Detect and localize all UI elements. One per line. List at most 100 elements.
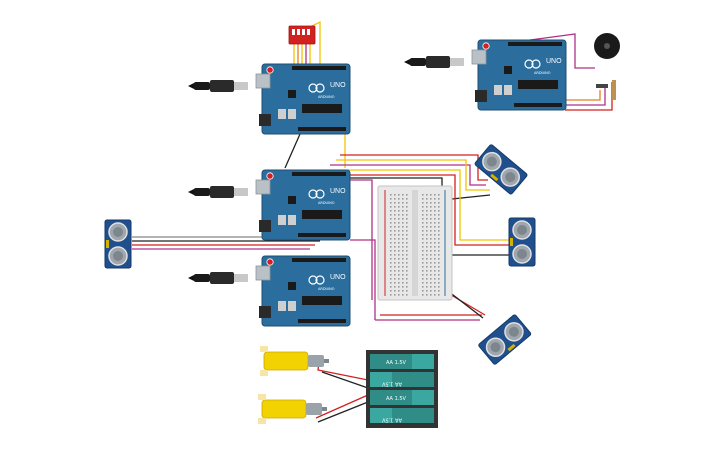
breadboard-hole [394, 270, 396, 272]
breadboard-hole [398, 238, 400, 240]
breadboard-hole [426, 230, 428, 232]
breadboard-hole [426, 258, 428, 260]
ultrasonic-sensor-middle-right [508, 217, 536, 267]
dip-switch [288, 25, 316, 45]
breadboard-hole [422, 286, 424, 288]
breadboard-hole [394, 194, 396, 196]
breadboard-hole [422, 258, 424, 260]
battery-cell-2: AA 1.5V [370, 372, 434, 387]
breadboard-hole [394, 206, 396, 208]
breadboard-hole [430, 198, 432, 200]
breadboard-hole [430, 270, 432, 272]
breadboard-hole [430, 234, 432, 236]
breadboard-hole [426, 246, 428, 248]
breadboard-hole [398, 218, 400, 220]
breadboard-hole [406, 198, 408, 200]
breadboard-hole [430, 282, 432, 284]
breadboard-hole [438, 210, 440, 212]
breadboard-hole [406, 222, 408, 224]
breadboard-hole [434, 234, 436, 236]
breadboard-hole [422, 206, 424, 208]
breadboard-hole [422, 198, 424, 200]
breadboard-hole [402, 242, 404, 244]
battery-label: AA 1.5V [381, 417, 402, 423]
breadboard-hole [390, 246, 392, 248]
breadboard-hole [430, 214, 432, 216]
breadboard-hole [402, 210, 404, 212]
breadboard-hole [422, 290, 424, 292]
usb-cable-1 [188, 80, 248, 92]
breadboard-hole [426, 222, 428, 224]
breadboard-hole [390, 274, 392, 276]
breadboard-hole [398, 258, 400, 260]
breadboard-hole [394, 218, 396, 220]
breadboard-hole [398, 250, 400, 252]
breadboard-hole [422, 274, 424, 276]
arduino-board-bottom: UNO ARDUINO [255, 255, 351, 327]
breadboard-hole [394, 250, 396, 252]
breadboard-hole [438, 250, 440, 252]
breadboard-hole [438, 226, 440, 228]
breadboard-hole [406, 254, 408, 256]
breadboard-hole [402, 214, 404, 216]
breadboard-hole [390, 294, 392, 296]
breadboard-hole [394, 246, 396, 248]
breadboard-hole [426, 206, 428, 208]
dc-motor-top [259, 345, 330, 377]
breadboard-hole [398, 282, 400, 284]
breadboard-hole [426, 266, 428, 268]
breadboard-hole [426, 250, 428, 252]
breadboard-hole [390, 210, 392, 212]
breadboard-hole [406, 218, 408, 220]
breadboard-hole [390, 266, 392, 268]
battery-cell-1: AA 1.5V [370, 354, 434, 369]
breadboard-hole [390, 234, 392, 236]
breadboard-hole [430, 222, 432, 224]
breadboard-hole [390, 286, 392, 288]
breadboard-hole [426, 278, 428, 280]
breadboard-hole [434, 242, 436, 244]
breadboard-hole [398, 266, 400, 268]
battery-label: AA 1.5V [386, 396, 407, 402]
ultrasonic-sensor-bottom-right [477, 313, 533, 366]
breadboard-hole [422, 254, 424, 256]
breadboard-hole [422, 238, 424, 240]
breadboard-hole [402, 250, 404, 252]
breadboard-hole [434, 262, 436, 264]
usb-cable-4 [404, 56, 464, 68]
breadboard-hole [402, 294, 404, 296]
breadboard-hole [402, 282, 404, 284]
breadboard-hole [394, 214, 396, 216]
board-model-label: UNO [330, 82, 346, 89]
breadboard-hole [406, 202, 408, 204]
breadboard-hole [434, 294, 436, 296]
breadboard-hole [422, 262, 424, 264]
battery-cell-4: AA 1.5V [370, 408, 434, 423]
breadboard-hole [398, 222, 400, 224]
breadboard-hole [434, 270, 436, 272]
breadboard-hole [398, 290, 400, 292]
ultrasonic-sensor-top-right [473, 143, 529, 196]
battery-label: AA 1.5V [386, 360, 407, 366]
ultrasonic-sensor-left [104, 219, 132, 269]
breadboard-hole [434, 282, 436, 284]
breadboard-hole [390, 222, 392, 224]
breadboard-hole [434, 218, 436, 220]
breadboard-hole [434, 254, 436, 256]
breadboard-hole [406, 194, 408, 196]
breadboard-hole [394, 202, 396, 204]
breadboard-hole [430, 206, 432, 208]
breadboard-hole [430, 258, 432, 260]
breadboard-hole [406, 206, 408, 208]
breadboard-hole [394, 222, 396, 224]
board-brand-label: ARDUINO [534, 71, 551, 75]
breadboard-hole [438, 194, 440, 196]
breadboard-hole [430, 286, 432, 288]
breadboard-hole [398, 194, 400, 196]
breadboard-hole [406, 210, 408, 212]
breadboard-hole [438, 270, 440, 272]
breadboard-hole [406, 282, 408, 284]
breadboard-hole [406, 238, 408, 240]
arduino-board-middle: UNO ARDUINO [255, 169, 351, 241]
breadboard-hole [422, 270, 424, 272]
